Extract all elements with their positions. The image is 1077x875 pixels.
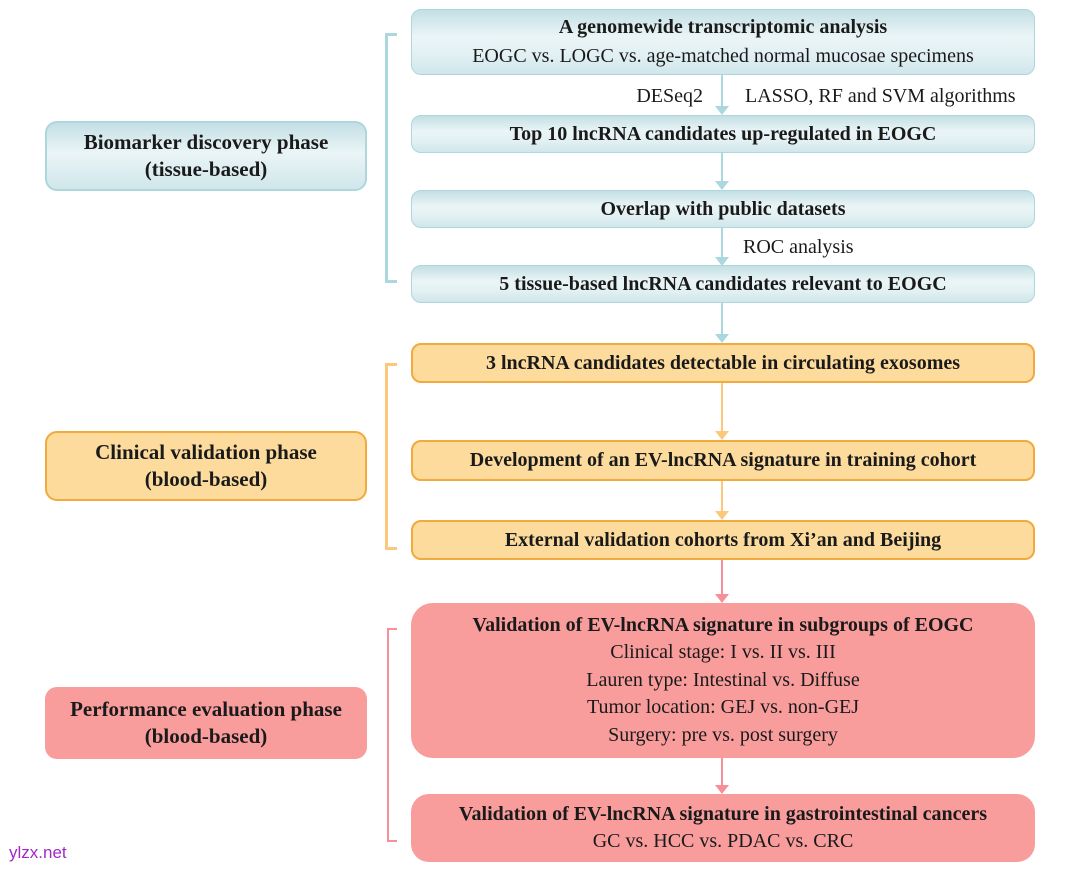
down-arrow-icon [715, 153, 729, 190]
phase-subtitle: (blood-based) [144, 724, 268, 748]
down-arrow-icon [715, 481, 729, 520]
subgroup-line: Tumor location: GEJ vs. non-GEJ [586, 696, 860, 719]
phase-title: Biomarker discovery phase [83, 130, 329, 154]
down-arrow-icon [715, 383, 729, 440]
phase-bracket-discovery [385, 33, 397, 283]
box-ev-lncrna-signature-training: Development of an EV-lncRNA signature in… [411, 440, 1035, 481]
phase-label-biomarker-discovery: Biomarker discovery phase (tissue-based) [45, 121, 367, 191]
phase-label-performance-evaluation: Performance evaluation phase (blood-base… [45, 687, 367, 759]
box-overlap-public-datasets: Overlap with public datasets [411, 190, 1035, 228]
subgroup-line: Surgery: pre vs. post surgery [608, 723, 838, 746]
box-title: Overlap with public datasets [600, 197, 846, 220]
phase-subtitle: (tissue-based) [144, 157, 268, 181]
phase-bracket-validation [385, 363, 397, 550]
watermark: ylzx.net [9, 843, 67, 862]
label-deseq2: DESeq2 [636, 85, 703, 107]
box-title: External validation cohorts from Xi’an a… [504, 528, 942, 551]
box-subtitle: GC vs. HCC vs. PDAC vs. CRC [592, 830, 854, 852]
box-subtitle: EOGC vs. LOGC vs. age-matched normal muc… [472, 45, 974, 67]
box-5-tissue-lncrna: 5 tissue-based lncRNA candidates relevan… [411, 265, 1035, 303]
box-title: Development of an EV-lncRNA signature in… [469, 449, 977, 471]
box-validation-subgroups-eogc: Validation of EV-lncRNA signature in sub… [411, 603, 1035, 758]
box-external-validation-cohorts: External validation cohorts from Xi’an a… [411, 520, 1035, 560]
box-title: 5 tissue-based lncRNA candidates relevan… [499, 272, 947, 295]
phase-title: Clinical validation phase [95, 440, 317, 464]
down-arrow-icon [715, 75, 729, 115]
phase-subtitle: (blood-based) [144, 467, 268, 491]
phase-title: Performance evaluation phase [70, 697, 342, 721]
down-arrow-icon [715, 228, 729, 266]
box-top10-lncrna: Top 10 lncRNA candidates up-regulated in… [411, 115, 1035, 153]
label-roc-analysis: ROC analysis [743, 236, 854, 258]
box-3-lncrna-exosomes: 3 lncRNA candidates detectable in circul… [411, 343, 1035, 383]
phase-label-clinical-validation: Clinical validation phase (blood-based) [45, 431, 367, 501]
box-title: A genomewide transcriptomic analysis [558, 16, 888, 38]
box-genomewide-analysis: A genomewide transcriptomic analysis EOG… [411, 9, 1035, 75]
box-title: 3 lncRNA candidates detectable in circul… [485, 351, 961, 374]
subgroup-line: Clinical stage: I vs. II vs. III [610, 641, 836, 664]
down-arrow-icon [715, 758, 729, 794]
label-lasso-rf-svm: LASSO, RF and SVM algorithms [745, 85, 1016, 107]
phase-bracket-evaluation [387, 628, 397, 842]
subgroup-line: Lauren type: Intestinal vs. Diffuse [586, 668, 860, 691]
down-arrow-icon [715, 303, 729, 343]
box-title: Validation of EV-lncRNA signature in sub… [472, 613, 974, 636]
box-title: Top 10 lncRNA candidates up-regulated in… [509, 122, 937, 145]
down-arrow-icon [715, 560, 729, 603]
box-validation-gi-cancers: Validation of EV-lncRNA signature in gas… [411, 794, 1035, 862]
box-title: Validation of EV-lncRNA signature in gas… [458, 803, 988, 825]
